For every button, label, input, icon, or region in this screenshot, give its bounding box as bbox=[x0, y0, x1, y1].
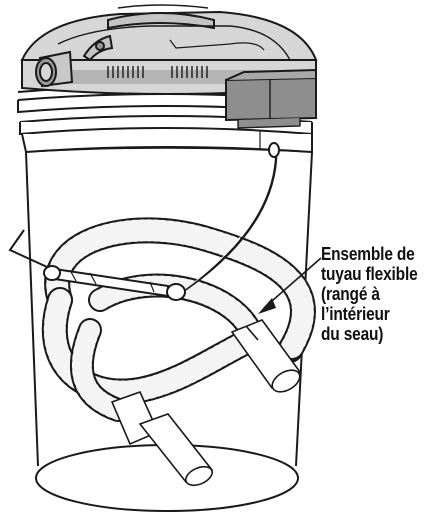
hose-callout-label: Ensemble de tuyau flexible (rangé à l’in… bbox=[321, 244, 421, 344]
callout-line-1: Ensemble de bbox=[321, 244, 421, 264]
callout-line-3: (rangé à bbox=[321, 284, 421, 304]
callout-line-5: du seau) bbox=[321, 324, 421, 344]
lid-latch bbox=[226, 70, 316, 128]
blower-port bbox=[36, 52, 72, 86]
callout-line-2: tuyau flexible bbox=[321, 264, 421, 284]
callout-line-4: l’intérieur bbox=[321, 304, 421, 324]
